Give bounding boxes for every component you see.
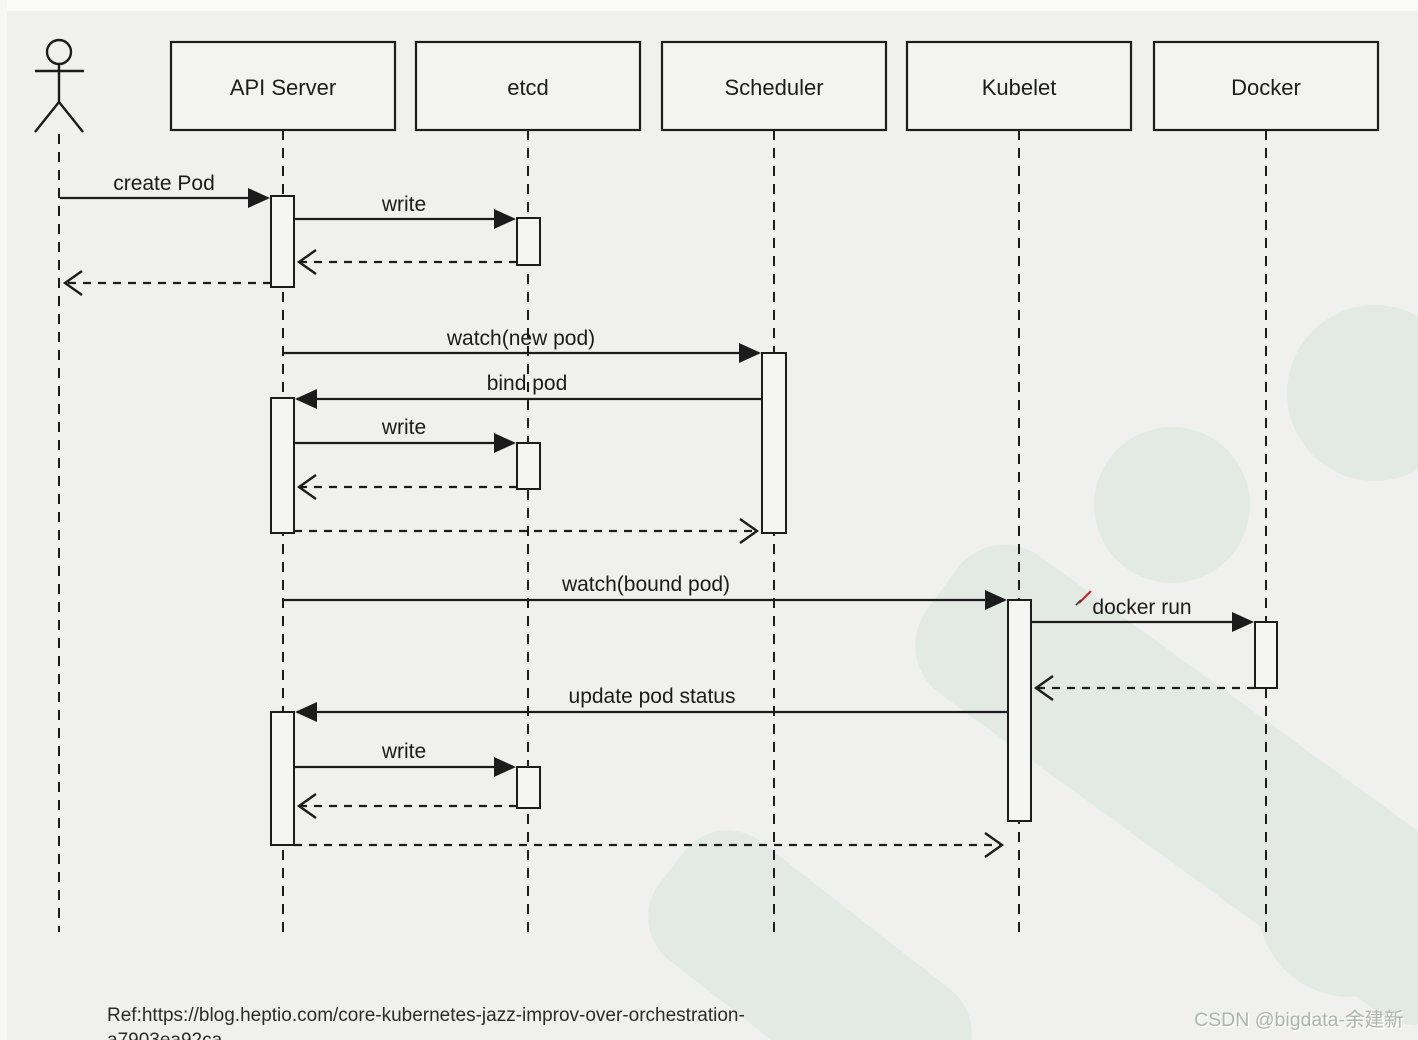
csdn-watermark-highlight: CSDN @bigdata-余建新: [1196, 1011, 1405, 1033]
participant-box-docker: [1152, 40, 1380, 132]
participant-box-kubelet: [905, 40, 1133, 132]
watermark-blob-band: [648, 830, 972, 1040]
left-white-strip: [0, 0, 7, 1040]
footer-ref-line2: a7903ea92ca: [107, 1030, 223, 1040]
actor-leg-right: [58, 101, 84, 133]
top-white-strip: [0, 0, 1418, 11]
message-label-create-pod: create Pod: [113, 172, 215, 195]
participant-label-api-server: API Server: [230, 75, 336, 100]
message-label-write-3: write: [381, 740, 426, 763]
participant-box-scheduler: [660, 40, 888, 132]
message-label-bind-pod: bind pod: [487, 372, 568, 395]
footer-ref-line1: Ref:https://blog.heptio.com/core-kuberne…: [107, 1005, 745, 1026]
actor-figure: [34, 38, 84, 133]
csdn-watermark-text: CSDN @bigdata-余建新: [1194, 1009, 1403, 1031]
background-watermark-logo: [648, 305, 1418, 1040]
watermark-blob-circle: [1287, 305, 1418, 481]
participant-label-kubelet: Kubelet: [982, 75, 1057, 100]
participant-box-api-server: [169, 40, 397, 132]
pen-cursor-icon: [1075, 590, 1092, 606]
activation-scheduler: [761, 352, 787, 534]
activation-api-server-1: [270, 195, 295, 288]
message-label-write-2: write: [381, 416, 426, 439]
activation-etcd-1: [516, 217, 541, 266]
watermark-blob-band: [915, 544, 1418, 1026]
participant-label-scheduler: Scheduler: [724, 75, 823, 100]
activation-etcd-2: [516, 442, 541, 490]
actor-leg-left: [34, 101, 60, 133]
message-label-update-pod-status: update pod status: [569, 685, 736, 708]
message-label-watch-new-pod: watch(new pod): [446, 327, 595, 350]
activation-api-server-3: [270, 711, 295, 846]
activation-etcd-3: [516, 766, 541, 809]
message-label-write-1: write: [381, 193, 426, 216]
message-label-watch-bound-pod: watch(bound pod): [561, 573, 730, 596]
activation-api-server-2: [270, 397, 295, 534]
participant-box-etcd: [414, 40, 642, 132]
participant-label-etcd: etcd: [507, 75, 549, 100]
participant-label-docker: Docker: [1231, 75, 1301, 100]
activation-docker: [1254, 621, 1278, 689]
message-label-docker-run: docker run: [1092, 596, 1191, 619]
csdn-watermark: CSDN @bigdata-余建新 CSDN @bigdata-余建新: [1194, 1009, 1405, 1033]
activation-kubelet: [1007, 599, 1032, 822]
watermark-blob-circle: [1094, 427, 1250, 583]
